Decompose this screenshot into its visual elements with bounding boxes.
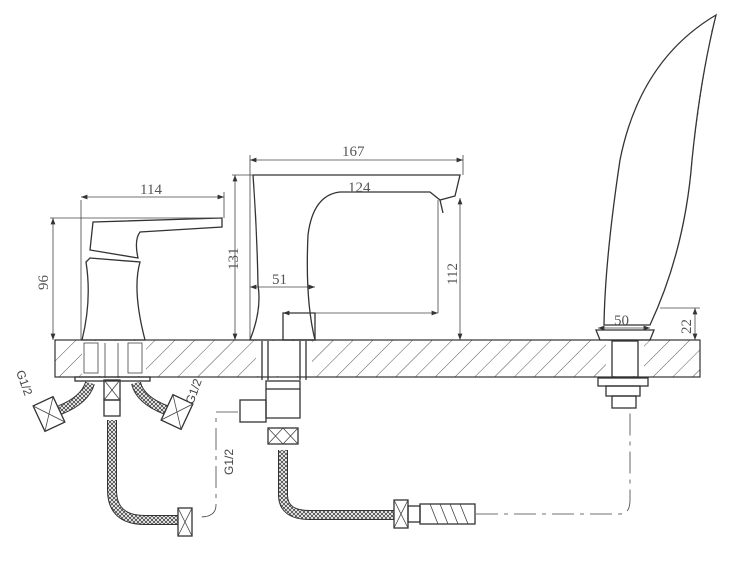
dimensions: 114 96 167 124 131 51 112 50 22 [36, 144, 700, 340]
mixer-fittings [74, 342, 151, 382]
mixer-hoses: G1/2 G1/2 [13, 368, 205, 537]
hand-shower [595, 13, 718, 409]
dim-shower-holder-height: 22 [679, 319, 695, 334]
thread-label-left: G1/2 [13, 368, 35, 398]
dim-spout-height: 131 [226, 248, 242, 271]
dim-spout-reach: 124 [348, 180, 371, 196]
dim-spout-base: 51 [272, 272, 287, 288]
mixer-tap [74, 217, 223, 382]
dim-spout-length: 167 [342, 144, 365, 160]
thread-label-diverter: G1/2 [222, 449, 236, 475]
dim-shower-base: 50 [614, 313, 629, 329]
deck-section [54, 339, 701, 380]
dim-mixer-width: 114 [140, 182, 162, 198]
dim-mixer-height: 96 [36, 275, 52, 291]
thread-label-right: G1/2 [183, 376, 205, 406]
dim-spout-outlet-height: 112 [445, 263, 461, 285]
bath-spout: G1/2 [199, 174, 631, 529]
